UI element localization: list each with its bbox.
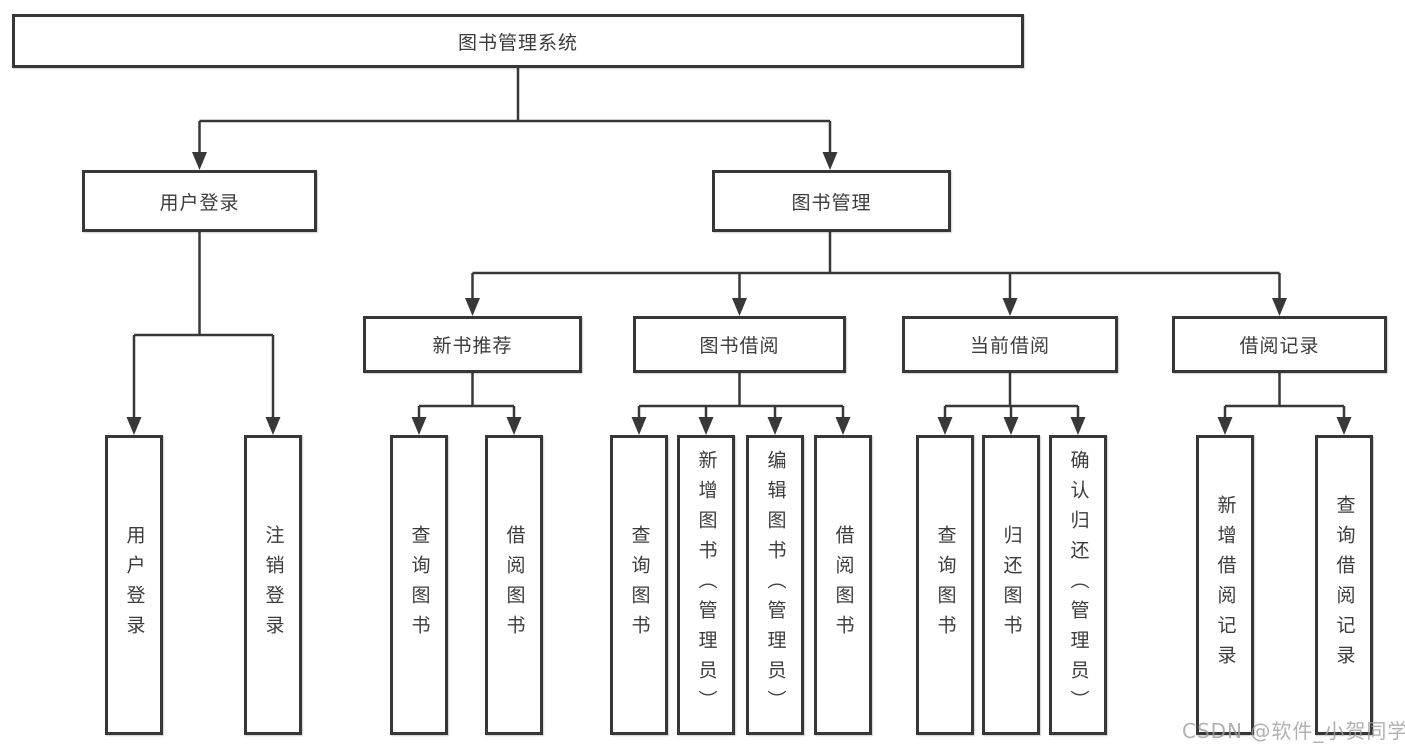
node-current-borrowing: 当前借阅 [902,316,1118,373]
node-new-book-recommendation: 新书推荐 [363,316,582,373]
leaf-query-borrow-record: 查询借阅记录 [1315,435,1373,735]
leaf-query-books-recommend: 查询图书 [390,435,448,735]
node-book-borrowing: 图书借阅 [633,316,846,373]
leaf-return-books: 归还图书 [982,435,1040,735]
leaf-user-login: 用户登录 [105,435,163,735]
node-library-management-system: 图书管理系统 [12,14,1024,68]
leaf-edit-books-admin: 编辑图书（管理员） [746,435,804,735]
node-book-management: 图书管理 [712,170,951,232]
leaf-add-borrow-record: 新增借阅记录 [1196,435,1254,735]
leaf-confirm-return-admin: 确认归还（管理员） [1049,435,1107,735]
leaf-add-books-admin: 新增图书（管理员） [677,435,735,735]
node-user-login: 用户登录 [82,170,317,232]
leaf-borrow-books-borrowing: 借阅图书 [814,435,872,735]
watermark: CSDN @软件_小贺同学 [1182,719,1405,743]
leaf-borrow-books-recommend: 借阅图书 [485,435,543,735]
leaf-logout: 注销登录 [244,435,302,735]
leaf-query-books-current: 查询图书 [916,435,974,735]
leaf-query-books-borrowing: 查询图书 [610,435,668,735]
node-borrowing-records: 借阅记录 [1172,316,1387,373]
